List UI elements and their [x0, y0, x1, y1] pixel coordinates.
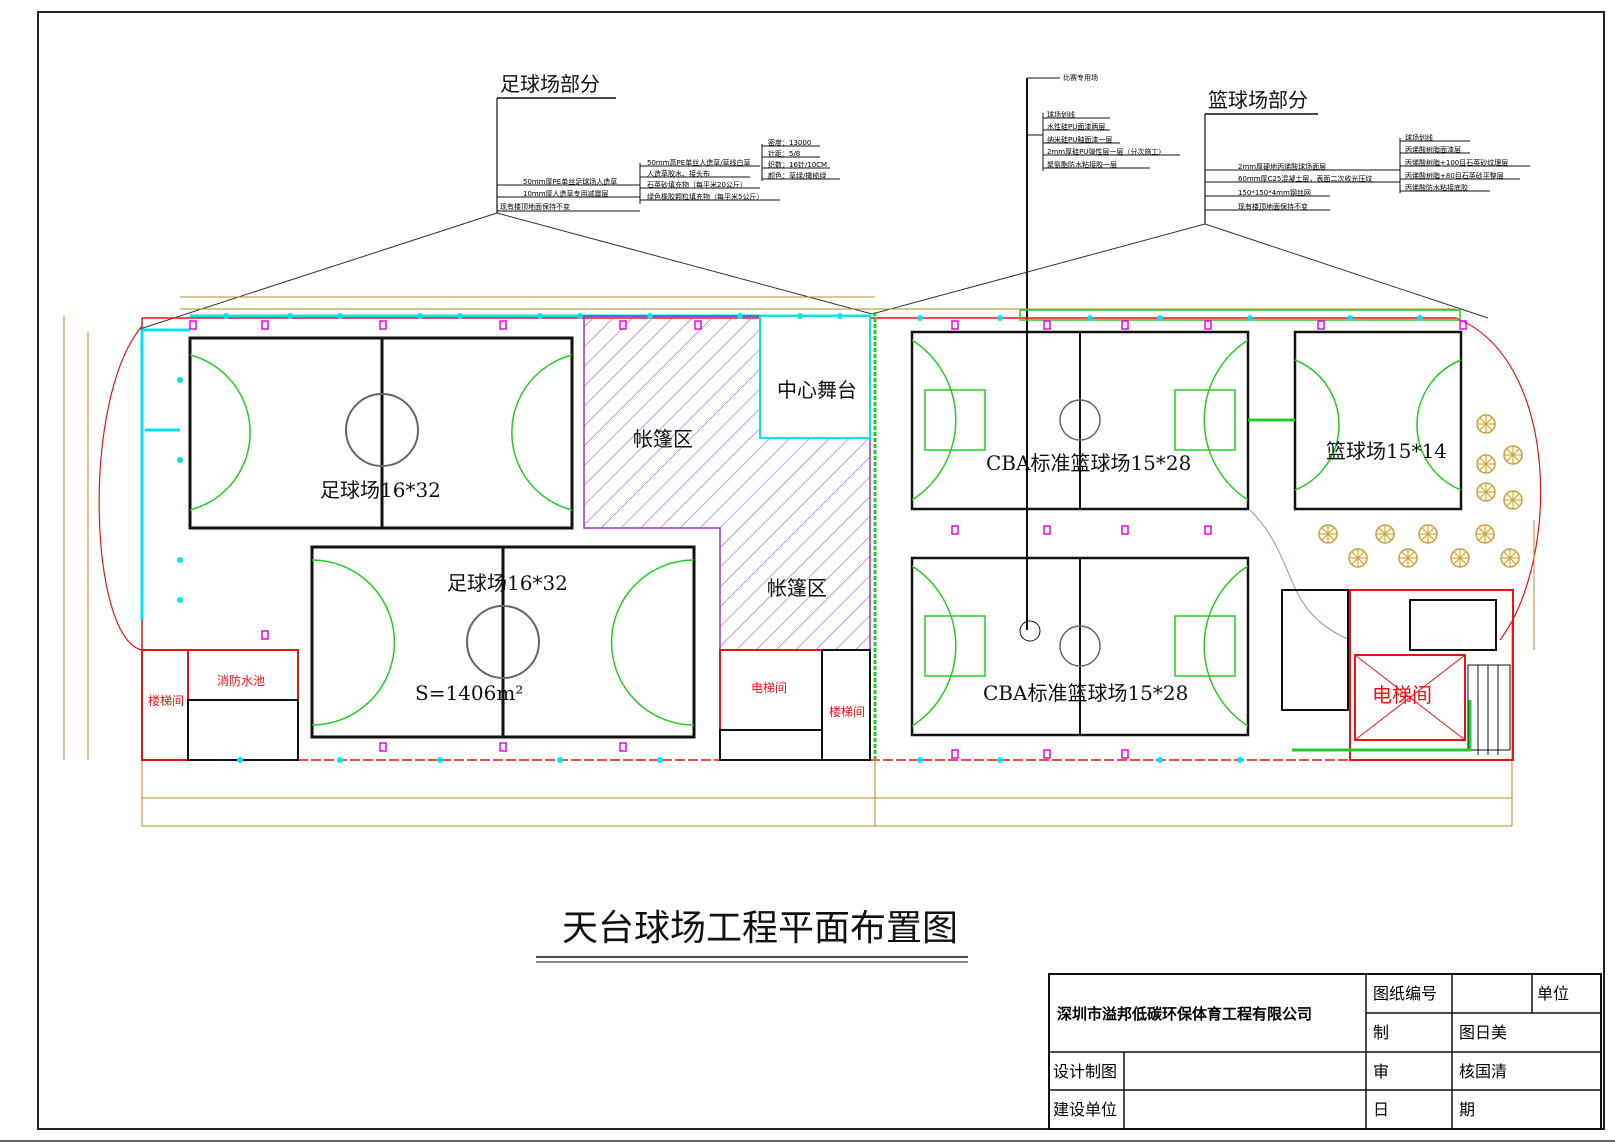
basket-l1-0: 2mm厚硬地丙烯酸球场面层: [1238, 162, 1326, 171]
soccer-l3-2: 织数：16针/10CM: [768, 160, 827, 169]
basketball-legend-heading: 篮球场部分: [1208, 88, 1308, 112]
soccer-l1-2: 现有楼顶地面保持不变: [500, 202, 570, 211]
basket-l2-2: 丙烯酸树脂+100目石英砂纹理层: [1405, 158, 1508, 167]
review-value: 核国清: [1459, 1062, 1507, 1081]
builder-label: 建设单位: [1053, 1100, 1117, 1119]
tent-bottom-label: 帐篷区: [767, 576, 827, 600]
stage-label: 中心舞台: [777, 378, 857, 402]
match-item-1: 水性硅PU面漆两层: [1047, 122, 1105, 131]
company-name: 深圳市溢邦低碳环保体育工程有限公司: [1057, 1005, 1312, 1023]
tent-top-label: 帐篷区: [633, 427, 693, 451]
date-label: 日: [1373, 1100, 1389, 1119]
soccer-legend: 足球场部分 50mm厚PE单丝足球场人造草 10mm厚人造草专用减震层 现有楼顶…: [139, 72, 873, 330]
cba-bottom-label: CBA标准篮球场15*28: [983, 681, 1188, 705]
soccer-l3-1: 针距：5/8: [768, 149, 800, 158]
soccer-bottom-label: 足球场16*32: [447, 571, 568, 595]
match-item-0: 球场划线: [1047, 110, 1075, 119]
umbrella-seating: [1318, 414, 1523, 568]
cba-court-bottom: CBA标准篮球场15*28: [910, 556, 1250, 737]
small-court-label: 篮球场15*14: [1326, 439, 1447, 463]
review-label: 审: [1373, 1062, 1389, 1081]
soccer-l2-1: 人造草胶水、接头布: [647, 169, 710, 178]
soccer-l2-3: 绿色橡胶颗粒填充物（每平米5公斤）: [647, 192, 763, 201]
basket-l2-0: 球场划线: [1405, 133, 1433, 142]
small-basketball-court: 篮球场15*14: [1293, 330, 1463, 511]
basket-l2-1: 丙烯酸树脂面漆层: [1405, 145, 1461, 154]
basket-l1-1: 60mm厚C25混凝土层，表面二次收光压纹: [1238, 174, 1372, 183]
design-label: 设计制图: [1053, 1062, 1117, 1081]
cba-court-top: CBA标准篮球场15*28: [910, 330, 1250, 511]
cba-top-label: CBA标准篮球场15*28: [986, 451, 1191, 475]
drawing-title: 天台球场工程平面布置图: [562, 908, 958, 949]
basketball-legend: 篮球场部分 2mm厚硬地丙烯酸球场面层 60mm厚C25混凝土层，表面二次收光压…: [871, 88, 1530, 319]
match-legend-heading: 比赛专用场: [1063, 73, 1098, 82]
soccer-legend-heading: 足球场部分: [500, 72, 600, 96]
basket-l1-3: 现有楼顶地面保持不变: [1238, 202, 1308, 211]
make-value: 图日美: [1459, 1023, 1507, 1042]
soccer-l1-0: 50mm厚PE单丝足球场人造草: [523, 177, 617, 186]
match-legend: 比赛专用场 球场划线 水性硅PU面漆两层 纳米硅PU釉面漆一层 2mm厚硅PU弹…: [1019, 73, 1180, 642]
match-item-3: 2mm厚硅PU弹性层一层（分次施工）: [1047, 147, 1165, 156]
area-label: S=1406m²: [415, 681, 523, 705]
elevator-mid-label: 电梯间: [751, 681, 787, 695]
match-item-2: 纳米硅PU釉面漆一层: [1047, 135, 1112, 144]
soccer-l2-2: 石英砂填充物（每平米20公斤）: [647, 180, 747, 189]
soccer-l3-3: 颜色：草绿/橄榄绿: [768, 171, 826, 180]
unit-label: 单位: [1537, 984, 1569, 1003]
match-item-4: 聚氨酯防水粘接胶一层: [1047, 160, 1117, 169]
fire-pool-label: 消防水池: [217, 673, 265, 688]
soccer-l2-0: 50mm高PE单丝人造草/草线白草: [647, 158, 751, 167]
title-block: 深圳市溢邦低碳环保体育工程有限公司 图纸编号 单位 制 图日美 设计制图 审 核…: [1048, 973, 1602, 1130]
basket-l1-2: 150*150*4mm钢丝网: [1238, 188, 1311, 197]
basket-l2-4: 丙烯酸防水粘接底胶: [1405, 183, 1468, 192]
soccer-l1-1: 10mm厚人造草专用减震层: [523, 189, 609, 198]
soccer-field-top: 足球场16*32: [188, 336, 574, 530]
red-boundary-dots: [177, 313, 1423, 763]
right-service-block: 电梯间: [1249, 509, 1514, 761]
left-service-rooms: 楼梯间 消防水池 电梯间 楼梯间: [141, 649, 871, 761]
stair-mid-label: 楼梯间: [829, 704, 865, 719]
drawing-no-label: 图纸编号: [1373, 984, 1437, 1003]
date-value: 期: [1459, 1100, 1475, 1119]
drawing-frame: [37, 11, 1605, 1130]
soccer-field-bottom: 足球场16*32 S=1406m²: [310, 545, 696, 739]
soccer-l3-0: 密度：13000: [768, 138, 811, 147]
basket-l2-3: 丙烯酸树脂+80目石英砂平整层: [1405, 171, 1504, 180]
stair-left-label: 楼梯间: [148, 693, 184, 708]
column-markers: [189, 320, 1467, 759]
soccer-top-label: 足球场16*32: [320, 478, 441, 502]
make-label: 制: [1373, 1023, 1389, 1042]
elevator-right-label: 电梯间: [1372, 683, 1432, 707]
central-stage: [759, 315, 871, 439]
